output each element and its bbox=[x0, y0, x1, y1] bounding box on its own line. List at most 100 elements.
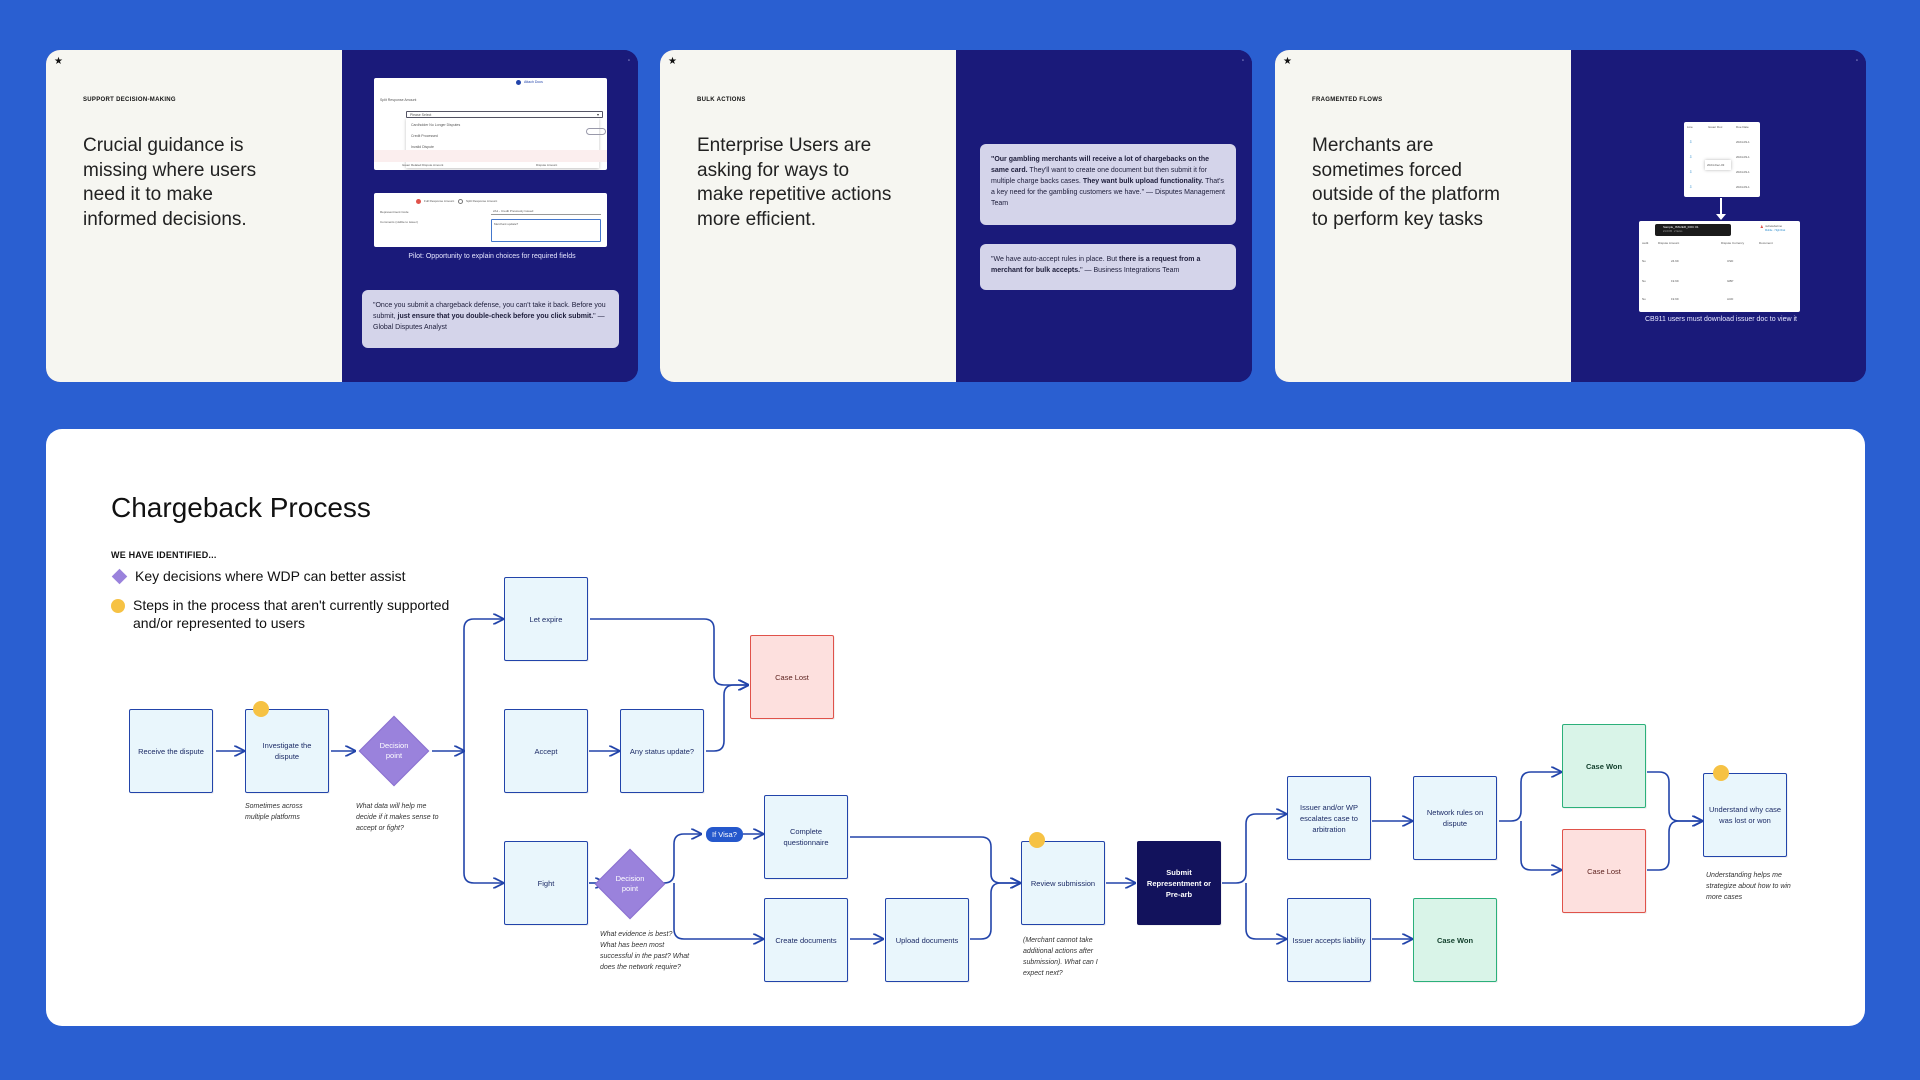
file-meta: 21.6 KB · 2 Items bbox=[1663, 230, 1683, 233]
radio-icon[interactable] bbox=[416, 199, 421, 204]
node-case-lost[interactable]: Case Lost bbox=[1562, 829, 1646, 913]
card-support-decision-making: ★ SUPPORT DECISION-MAKING Crucial guidan… bbox=[46, 50, 638, 382]
yellow-dot-icon bbox=[111, 599, 125, 613]
form-mockup: Attach Docs Split Response Amount Please… bbox=[374, 78, 607, 170]
split-amount-label: Split Response Amount bbox=[380, 98, 417, 102]
column-header: cedit bbox=[1642, 241, 1649, 245]
node-decision-point-2[interactable]: Decision point bbox=[594, 848, 666, 920]
flow-connectors bbox=[216, 429, 1865, 1026]
quote-card: "Once you submit a chargeback defense, y… bbox=[362, 290, 619, 348]
form-divider bbox=[374, 150, 607, 162]
card-bulk-actions: ★ BULK ACTIONS Enterprise Users are aski… bbox=[660, 50, 1252, 382]
node-create-documents[interactable]: Create documents bbox=[764, 898, 848, 982]
yellow-dot-icon bbox=[1713, 765, 1729, 781]
dropdown-option[interactable]: Cardholder No Longer Disputes bbox=[411, 123, 461, 127]
mockup-caption: CB911 users must download issuer doc to … bbox=[1645, 316, 1797, 323]
node-fight[interactable]: Fight bbox=[504, 841, 588, 925]
attach-docs-label: Attach Docs bbox=[524, 80, 543, 84]
issuer-amount-label: Issuer Related Dispute Amount bbox=[402, 163, 444, 167]
slide-number-icon: ▫ bbox=[1855, 58, 1858, 64]
quote-text: "We have auto-accept rules in place. But bbox=[991, 256, 1120, 263]
node-complete-questionnaire[interactable]: Complete questionnaire bbox=[764, 795, 848, 879]
connector bbox=[1222, 814, 1286, 884]
quote-attribution: " — Global Disputes Analyst bbox=[373, 313, 605, 331]
node-case-won[interactable]: Case Won bbox=[1562, 724, 1646, 808]
connector bbox=[1245, 883, 1286, 939]
card-eyebrow: BULK ACTIONS bbox=[697, 97, 746, 103]
due-date: 2024-09-1 bbox=[1736, 185, 1750, 189]
dispute-amount-label: Dispute Amount bbox=[536, 163, 558, 167]
due-date: 2024-09-1 bbox=[1736, 155, 1750, 159]
node-network-rules[interactable]: Network rules on dispute bbox=[1413, 776, 1497, 860]
node-issuer-accepts-liability[interactable]: Issuer accepts liability bbox=[1287, 898, 1371, 982]
download-icon[interactable]: ⇩ bbox=[1689, 139, 1693, 144]
node-receive-dispute[interactable]: Receive the dispute bbox=[129, 709, 213, 793]
file-chip[interactable]: Sample_ISSUER_DOC 01 21.6 KB · 2 Items bbox=[1655, 224, 1731, 236]
dropdown-option[interactable]: Invalid Dispute bbox=[411, 145, 434, 149]
quote-highlight: They want bulk upload functionality. bbox=[1082, 178, 1204, 185]
select-placeholder: Please Select bbox=[410, 113, 432, 117]
mockup-caption: Pilot: Opportunity to explain choices fo… bbox=[408, 253, 576, 260]
yellow-dot-icon bbox=[1029, 832, 1045, 848]
quote-highlight: there is a request from a merchant for b… bbox=[991, 256, 1201, 274]
node-review-submission[interactable]: Review submission bbox=[1021, 841, 1105, 925]
download-icon[interactable]: ⇩ bbox=[1689, 184, 1693, 189]
node-understand-outcome[interactable]: Understand why case was lost or won bbox=[1703, 773, 1787, 857]
node-submit-representment[interactable]: Submit Representment or Pre-arb bbox=[1137, 841, 1221, 925]
radio-icon[interactable] bbox=[458, 199, 463, 204]
node-let-expire[interactable]: Let expire bbox=[504, 577, 588, 661]
connector bbox=[850, 836, 1020, 883]
column-header: Line bbox=[1687, 125, 1693, 129]
column-header: Dispute Currency bbox=[1721, 241, 1745, 245]
card-visual-panel: ▫ "Our gambling merchants will receive a… bbox=[956, 50, 1252, 382]
star-icon: ★ bbox=[1283, 56, 1292, 67]
table-cell: 24.99 bbox=[1671, 259, 1679, 263]
table-cell: USD bbox=[1727, 259, 1734, 263]
annotation-note: Sometimes across multiple platforms bbox=[245, 803, 303, 821]
card-text-panel: ★ SUPPORT DECISION-MAKING Crucial guidan… bbox=[46, 50, 342, 382]
download-icon[interactable]: ⇩ bbox=[1689, 169, 1693, 174]
quote-attribution: That's a key need for the gambling custo… bbox=[991, 178, 1225, 207]
star-icon: ★ bbox=[668, 56, 677, 67]
card-visual-panel: ▫ Line Issuer Doc Due Date ⇩ ⇩ ⇩ ⇩ 2024-… bbox=[1571, 50, 1866, 382]
connector bbox=[463, 619, 503, 751]
annotation-note: What evidence is best? What has been mos… bbox=[600, 931, 690, 971]
card-fragmented-flows: ★ FRAGMENTED FLOWS Merchants are sometim… bbox=[1275, 50, 1866, 382]
node-investigate-dispute[interactable]: Investigate the dispute bbox=[245, 709, 329, 793]
quote-card: "Our gambling merchants will receive a l… bbox=[980, 144, 1236, 225]
issuer-doc-table-mockup: Line Issuer Doc Due Date ⇩ ⇩ ⇩ ⇩ 2024-09… bbox=[1684, 122, 1760, 197]
annotation-note: Understanding helps me strategize about … bbox=[1706, 872, 1791, 901]
table-cell: AUD bbox=[1727, 297, 1734, 301]
card-text-panel: ★ FRAGMENTED FLOWS Merchants are sometim… bbox=[1275, 50, 1571, 382]
column-header: Document bbox=[1759, 241, 1773, 245]
node-case-won[interactable]: Case Won bbox=[1413, 898, 1497, 982]
node-accept[interactable]: Accept bbox=[504, 709, 588, 793]
quote-highlight: just ensure that you double-check before… bbox=[397, 313, 594, 320]
card-text-panel: ★ BULK ACTIONS Enterprise Users are aski… bbox=[660, 50, 956, 382]
card-headline: Merchants are sometimes forced outside o… bbox=[1312, 135, 1500, 230]
table-cell: 19.99 bbox=[1671, 279, 1679, 283]
decision-label: Decision point bbox=[615, 874, 645, 893]
node-upload-documents[interactable]: Upload documents bbox=[885, 898, 969, 982]
node-any-status-update[interactable]: Any status update? bbox=[620, 709, 704, 793]
response-mockup: Full Response Amount Split Response Amou… bbox=[374, 193, 607, 247]
reason-select[interactable]: Please Select ▾ bbox=[406, 111, 603, 118]
node-case-lost[interactable]: Case Lost bbox=[750, 635, 834, 719]
connector bbox=[1520, 821, 1561, 870]
due-date: 2024-09-1 bbox=[1736, 170, 1750, 174]
download-icon[interactable]: ⇩ bbox=[1689, 154, 1693, 159]
annotation-note: What data will help me decide if it make… bbox=[356, 803, 439, 832]
code-select[interactable]: 2A1 - Credit Previously Issued bbox=[491, 208, 601, 215]
column-header: Due Date bbox=[1736, 125, 1749, 129]
card-visual-panel: ▫ Attach Docs Split Response Amount Plea… bbox=[342, 50, 638, 382]
radio-full-label: Full Response Amount bbox=[424, 199, 455, 203]
connector bbox=[590, 618, 748, 685]
node-decision-point-1[interactable]: Decision point bbox=[356, 715, 432, 787]
comments-textarea[interactable]: Merchant update? bbox=[491, 219, 601, 242]
dropdown-option[interactable]: Credit Processed bbox=[411, 134, 438, 138]
user-meta: Mobile · High Risk bbox=[1765, 229, 1786, 232]
connector bbox=[1499, 772, 1561, 822]
column-header: Issuer Doc bbox=[1708, 125, 1723, 129]
node-escalates-arbitration[interactable]: Issuer and/or WP escalates case to arbit… bbox=[1287, 776, 1371, 860]
side-button[interactable] bbox=[586, 128, 606, 135]
